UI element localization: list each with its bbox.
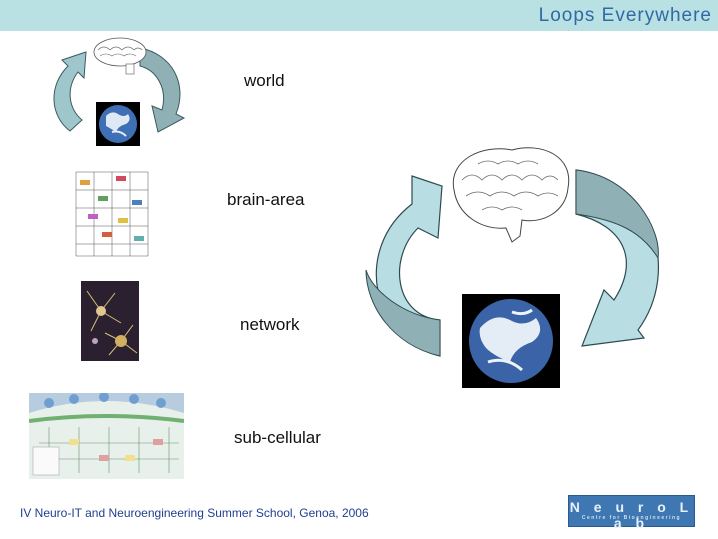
- neuron-network-image: [81, 281, 139, 361]
- logo-subtitle: Centre for Bioengineering: [581, 515, 682, 521]
- brain-icon: [452, 147, 570, 243]
- level-label-world: world: [244, 71, 285, 90]
- logo-name: N e u r o L a b: [569, 499, 694, 531]
- small-loop-diagram: [53, 37, 186, 146]
- brain-area-diagram-icon: [68, 160, 158, 268]
- neurolab-logo: N e u r o L a b Centre for Bioengineerin…: [568, 495, 695, 531]
- level-label-brain-area: brain-area: [227, 190, 305, 209]
- footer-text: IV Neuro-IT and Neuroengineering Summer …: [20, 506, 369, 520]
- slide-title: Loops Everywhere: [538, 5, 712, 26]
- level-label-network: network: [240, 315, 300, 334]
- loop-arrow-icon: [139, 47, 186, 133]
- brain-icon: [93, 37, 147, 75]
- level-label-sub-cellular: sub-cellular: [234, 428, 321, 447]
- earth-icon: [96, 102, 140, 146]
- header-bar: [0, 0, 718, 31]
- cell-pathway-diagram-icon: [29, 393, 184, 479]
- loop-arrow-icon: [53, 51, 87, 132]
- earth-icon: [462, 294, 560, 388]
- large-loop-diagram: [365, 147, 660, 388]
